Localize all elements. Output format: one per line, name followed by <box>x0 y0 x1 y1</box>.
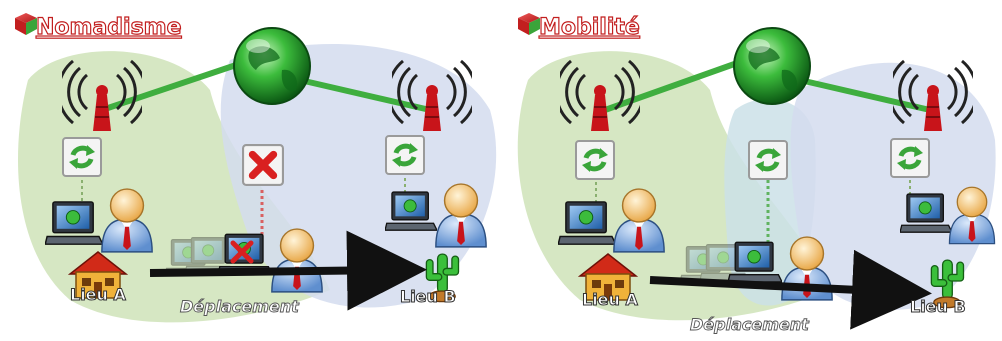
movement-label: Déplacement <box>180 297 300 316</box>
error-icon <box>243 145 283 185</box>
sync-icon <box>576 141 614 179</box>
sync-icon <box>386 136 424 174</box>
zone-location-b <box>790 62 996 310</box>
movement-arrow <box>149 230 427 311</box>
sync-icon <box>891 139 929 177</box>
location-b-label: Lieu B <box>400 287 456 306</box>
panel-title: Mobilité <box>539 15 640 40</box>
movement-label: Déplacement <box>690 315 810 334</box>
link-antenna-a-globe <box>101 59 246 113</box>
panel-mobilite: Mobilité Lieu A Lieu B Déplacement <box>517 13 996 334</box>
location-b-label: Lieu B <box>910 297 966 316</box>
location-a-label: Lieu A <box>582 290 638 309</box>
cube-icon <box>15 13 37 35</box>
sync-icon <box>749 141 787 179</box>
disconnect-icon <box>230 240 254 264</box>
movement-arrow <box>649 249 932 330</box>
sync-icon <box>63 138 101 176</box>
link-antenna-a-globe <box>603 59 742 113</box>
panel-nomadisme: Nomadisme Lieu A Lieu B Déplacement <box>15 13 497 323</box>
link-globe-antenna-b <box>799 77 931 113</box>
location-a-label: Lieu A <box>70 285 126 304</box>
link-globe-antenna-b <box>299 77 431 113</box>
globe-icon <box>733 27 811 105</box>
panel-title: Nomadisme <box>36 15 182 40</box>
globe-icon <box>233 27 311 105</box>
cube-icon <box>518 13 540 35</box>
